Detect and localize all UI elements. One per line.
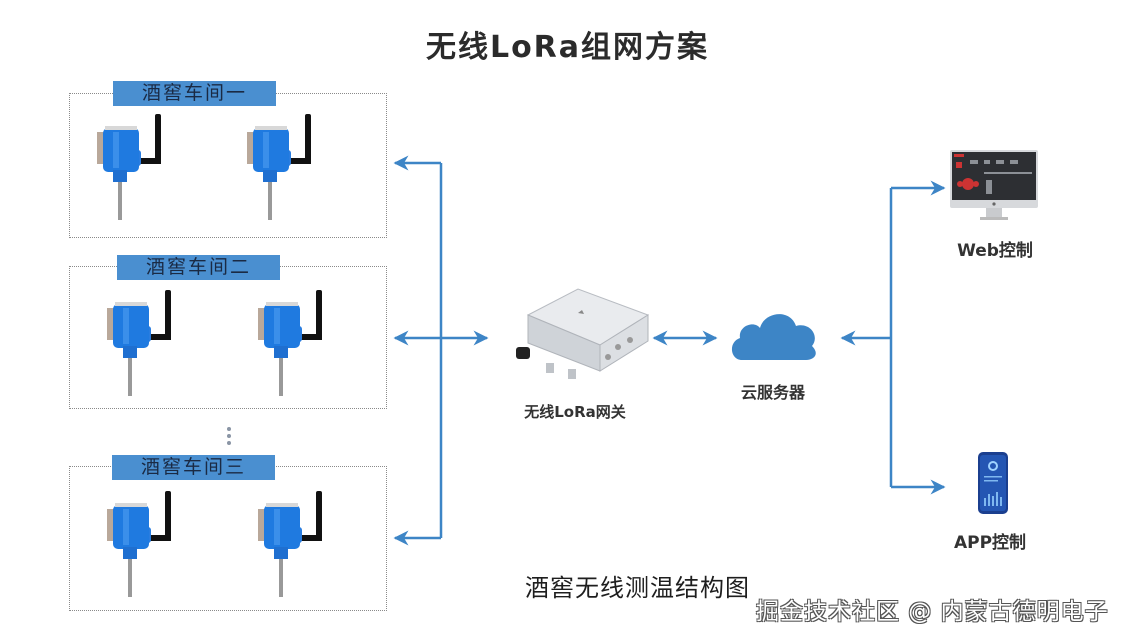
desktop-monitor-icon — [950, 150, 1038, 220]
cloud-label: 云服务器 — [740, 383, 805, 402]
zone-label-1: 酒窖车间一 — [113, 81, 276, 106]
smartphone-icon — [978, 452, 1008, 514]
diagram-title: 无线LoRa组网方案 — [425, 30, 710, 65]
diagram-caption: 酒窖无线测温结构图 — [525, 574, 750, 602]
cloud-icon — [731, 314, 816, 360]
more-zones-ellipsis-icon — [227, 427, 231, 448]
app-control-label: APP控制 — [953, 533, 1027, 553]
gateway-label: 无线LoRa网关 — [524, 403, 626, 421]
zone-label-3: 酒窖车间三 — [112, 455, 275, 480]
zone-label-2: 酒窖车间二 — [117, 255, 280, 280]
lora-gateway-icon — [516, 288, 650, 379]
web-control-label: Web控制 — [957, 241, 1033, 261]
watermark-text: 掘金技术社区 @ 内蒙古德明电子 — [756, 599, 1109, 625]
